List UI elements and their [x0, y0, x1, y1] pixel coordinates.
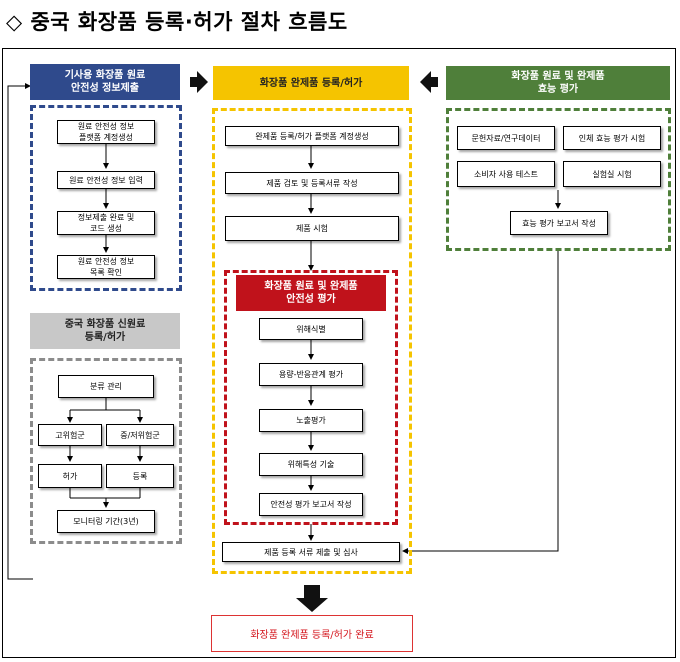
raw-material-safety-group — [30, 105, 182, 291]
item-human-efficacy-test: 인체 효능 평가 시험 — [563, 126, 661, 150]
step-classify: 분류 관리 — [58, 375, 154, 398]
step-monitoring: 모니터링 기간(3년) — [57, 510, 155, 533]
step-exposure-assessment: 노출평가 — [259, 409, 363, 432]
efficacy-evaluation-header: 화장품 원료 및 완제품 효능 평가 — [446, 66, 670, 100]
step-dose-response: 용량-반응관계 평가 — [259, 363, 363, 386]
step-product-review: 제품 검토 및 등록서류 작성 — [225, 172, 399, 194]
step-submit-review: 제품 등록 서류 제출 및 심사 — [222, 542, 400, 562]
step-risk-characterization: 위해특성 기술 — [259, 453, 363, 476]
finished-product-header: 화장품 완제품 등록/허가 — [213, 66, 409, 100]
step-high-risk: 고위험군 — [38, 424, 102, 446]
new-material-header: 중국 화장품 신원료 등록/허가 — [30, 313, 180, 349]
item-consumer-test: 소비자 사용 테스트 — [457, 161, 555, 187]
new-material-group — [30, 358, 182, 544]
step-register: 등록 — [106, 464, 174, 488]
page-title: ◇ 중국 화장품 등록·허가 절차 흐름도 — [6, 10, 348, 34]
step-submit-code: 정보제출 완료 및 코드 생성 — [57, 211, 155, 235]
step-mid-low-risk: 중/저위험군 — [106, 424, 174, 446]
step-product-test: 제품 시험 — [225, 216, 399, 241]
raw-material-safety-header: 기사용 화장품 원료 안전성 정보제출 — [30, 64, 180, 100]
step-permit: 허가 — [38, 464, 102, 488]
step-list-check: 원료 안전성 정보 목록 확인 — [57, 255, 155, 279]
item-lab-test: 실험실 시험 — [563, 161, 661, 187]
step-efficacy-report: 효능 평가 보고서 작성 — [510, 211, 608, 235]
efficacy-evaluation-group — [446, 108, 671, 251]
step-hazard-identification: 위해식별 — [259, 318, 363, 340]
safety-evaluation-header: 화장품 원료 및 완제품 안전성 평가 — [236, 275, 386, 311]
safety-evaluation-group — [224, 270, 398, 525]
final-completion-box: 화장품 완제품 등록/허가 완료 — [211, 615, 413, 652]
step-info-input: 원료 안전성 정보 입력 — [57, 171, 155, 189]
finished-product-group — [212, 108, 412, 574]
step-safety-report: 안전성 평가 보고서 작성 — [259, 493, 363, 516]
step-product-account: 완제품 등록/허가 플랫폼 계정생성 — [225, 126, 399, 146]
step-account-create: 원료 안전성 정보 플랫폼 계정생성 — [57, 120, 155, 144]
diagram-frame — [2, 48, 676, 658]
item-literature-data: 문헌자료/연구데이터 — [457, 126, 555, 150]
